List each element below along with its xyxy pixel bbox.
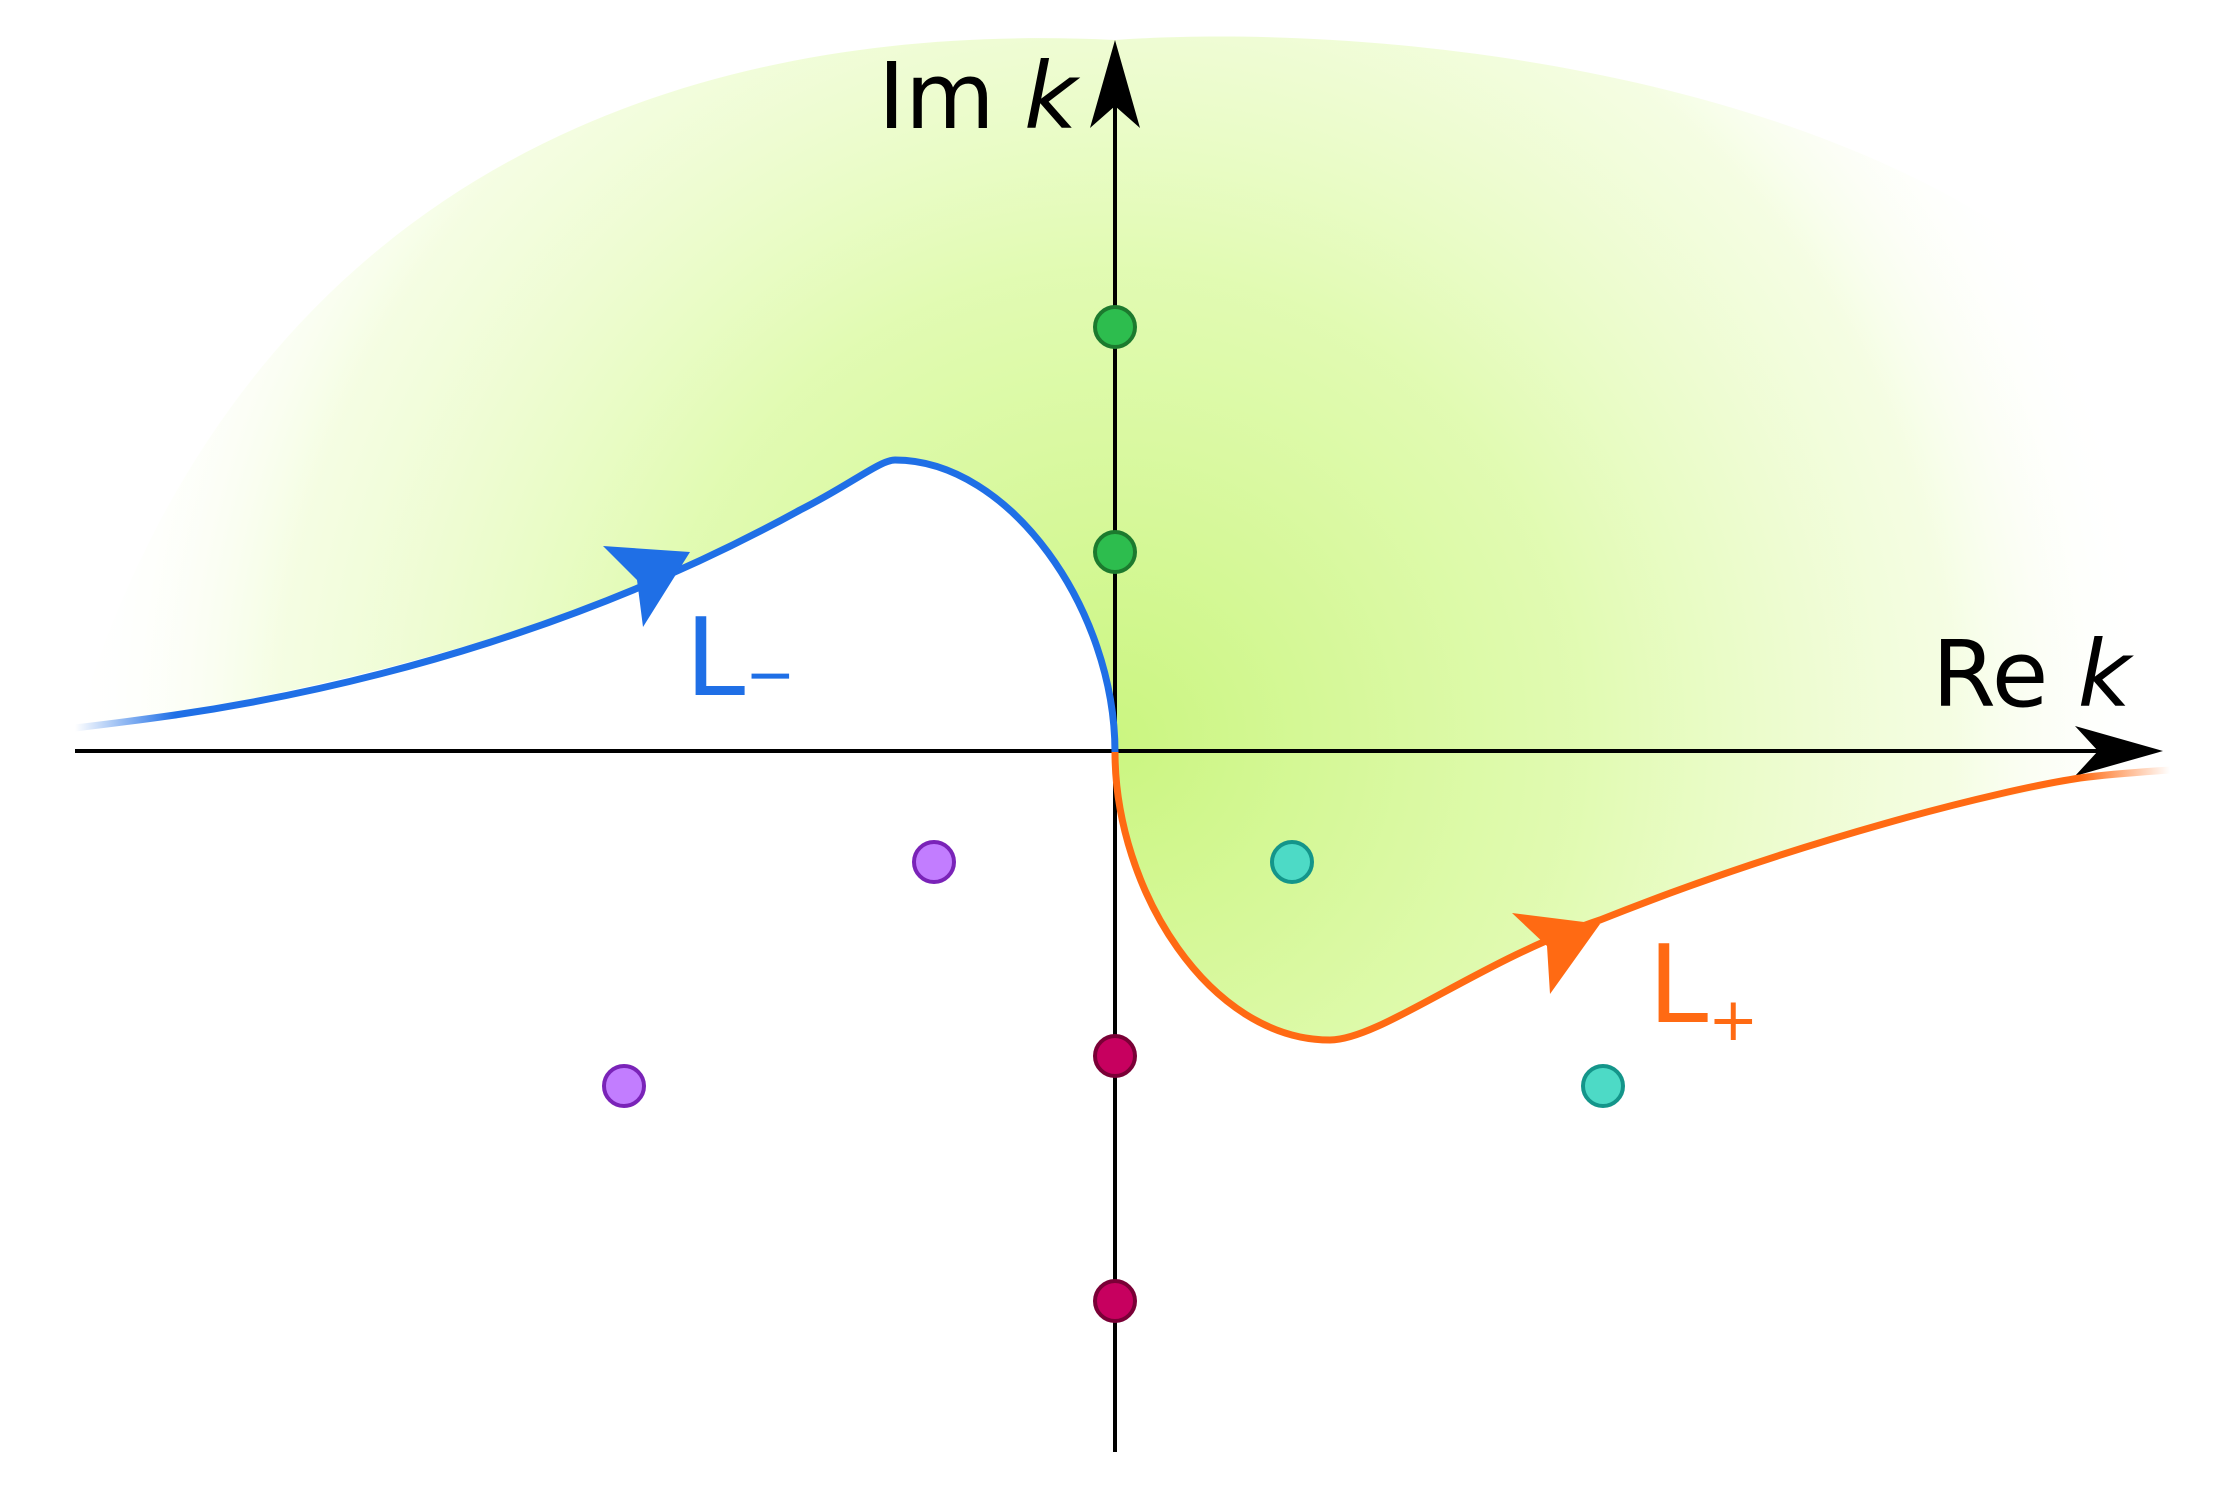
contour-l-plus-arrow-icon <box>1512 913 1600 994</box>
pole-point <box>1093 305 1137 349</box>
imaginary-axis-arrow-icon <box>1090 40 1140 128</box>
pole-point <box>1093 1279 1137 1323</box>
pole-point <box>912 840 956 884</box>
contour-l-minus-fade <box>71 711 179 732</box>
points-right-lower <box>1270 840 1625 1108</box>
contour-l-plus <box>1111 751 2081 1044</box>
pole-point <box>1270 840 1314 884</box>
real-axis-arrow-icon <box>2075 726 2163 776</box>
points-lower-imaginary <box>1093 1034 1137 1323</box>
pole-point <box>1093 530 1137 574</box>
contour-l-minus-label: L− <box>685 596 795 721</box>
contour-l-plus-fade <box>2076 766 2174 782</box>
contour-l-plus-label: L+ <box>1648 923 1758 1055</box>
points-left-lower <box>602 840 956 1108</box>
contour-l-minus-arrow-icon <box>603 546 690 627</box>
pole-point <box>1581 1064 1625 1108</box>
points-upper-imaginary <box>1093 305 1137 574</box>
imaginary-axis-label: Im k <box>878 43 1081 150</box>
pole-point <box>1093 1034 1137 1078</box>
pole-point <box>602 1064 646 1108</box>
contour-l-minus <box>174 456 1119 753</box>
real-axis-label: Re k <box>1932 621 2135 728</box>
